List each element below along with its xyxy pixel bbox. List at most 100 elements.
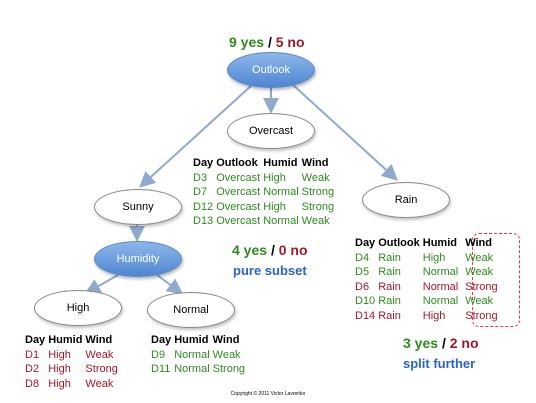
normal-cell: D11 — [151, 363, 171, 376]
overcast-cell: Overcast — [216, 186, 261, 199]
edge-outlook-rain — [291, 83, 398, 181]
table-row: D4 Rain High Weak — [355, 251, 501, 266]
overcast-cell: D7 — [193, 186, 208, 199]
high-cell: Strong — [85, 363, 118, 376]
table-row: D8 High Weak — [25, 377, 121, 392]
overcast-col-day: Day — [193, 157, 214, 169]
rain-cell: D14 — [355, 309, 376, 322]
rain-yes: 3 yes — [403, 335, 439, 351]
high-cell: Weak — [85, 348, 114, 361]
node-humidity: Humidity — [94, 241, 182, 277]
normal-cell: Weak — [212, 348, 241, 361]
normal-col-humid: Humid — [174, 334, 209, 346]
overcast-cell: Overcast — [216, 200, 261, 213]
overcast-cell: D12 — [193, 200, 214, 213]
edge-outlook-sunny — [139, 84, 253, 188]
node-humidity-label: Humidity — [116, 253, 160, 265]
edge-humidity-normal — [156, 274, 184, 295]
normal-cell: Normal — [174, 363, 210, 376]
normal-cell: D9 — [151, 348, 166, 361]
high-cell: High — [48, 363, 71, 376]
rain-cell: D5 — [355, 266, 370, 279]
high-col-humid: Humid — [48, 334, 83, 346]
high-col-day: Day — [25, 334, 46, 346]
normal-cell: Normal — [174, 348, 210, 361]
rain-col-humid: Humid — [422, 237, 457, 249]
rain-cell: D10 — [355, 295, 376, 308]
node-normal-label: Normal — [173, 304, 209, 316]
root-sep: / — [267, 34, 272, 50]
rain-col-wind: Wind — [465, 237, 492, 249]
node-sunny-label: Sunny — [122, 201, 154, 213]
wind-highlight-box — [472, 233, 520, 327]
overcast-cell: Weak — [301, 171, 330, 184]
normal-col-day: Day — [151, 334, 172, 346]
rain-cell: Rain — [378, 251, 401, 264]
rain-no: 2 no — [449, 335, 479, 351]
overcast-col-humid: Humid — [263, 157, 298, 169]
node-outlook: Outlook — [227, 52, 315, 88]
overcast-cell: Strong — [301, 186, 335, 199]
normal-col-wind: Wind — [212, 334, 240, 346]
node-normal: Normal — [147, 292, 235, 328]
rain-cell: Rain — [378, 295, 401, 308]
rain-cell: Normal — [422, 295, 459, 308]
overcast-cell: High — [263, 171, 286, 184]
overcast-cell: Weak — [301, 215, 330, 228]
rain-note: split further — [403, 356, 476, 371]
overcast-col-outlook: Outlook — [216, 157, 258, 169]
overcast-count: 4 yes / 0 no — [232, 242, 308, 258]
overcast-cell: Overcast — [216, 215, 261, 228]
overcast-note: pure subset — [233, 263, 307, 278]
rain-col-day: Day — [355, 237, 376, 249]
high-cell: Weak — [85, 377, 114, 390]
high-cell: High — [48, 377, 71, 390]
high-cell: D1 — [25, 348, 40, 361]
rain-col-outlook: Outlook — [378, 237, 420, 249]
copyright: Copyright © 2011 Victor Lavrenko — [230, 391, 306, 397]
high-cell: D2 — [25, 363, 40, 376]
rain-sep: / — [441, 335, 446, 351]
rain-cell: High — [422, 251, 446, 264]
node-high: High — [34, 290, 122, 326]
high-col-wind: Wind — [85, 334, 113, 346]
root-yes: 9 yes — [229, 34, 265, 50]
overcast-no: 0 no — [278, 242, 308, 258]
rain-cell: Strong — [465, 309, 498, 322]
normal-cell: Strong — [212, 363, 246, 376]
node-outlook-label: Outlook — [252, 64, 290, 76]
overcast-cell: Overcast — [216, 171, 261, 184]
overcast-cell: D3 — [193, 171, 208, 184]
node-high-label: High — [66, 302, 90, 314]
overcast-col-wind: Wind — [301, 157, 329, 169]
rain-cell: Weak — [465, 266, 494, 279]
high-cell: D8 — [25, 377, 40, 390]
table-row: D2 High Strong — [25, 362, 121, 377]
rain-cell: D4 — [355, 251, 370, 264]
rain-cell: D6 — [355, 280, 370, 293]
root-count: 9 yes / 5 no — [229, 34, 305, 50]
rain-cell: Normal — [422, 280, 459, 293]
overcast-cell: High — [263, 200, 286, 213]
overcast-cell: D13 — [193, 215, 214, 228]
node-overcast-label: Overcast — [248, 125, 293, 137]
node-overcast: Overcast — [227, 113, 315, 149]
overcast-yes: 4 yes — [232, 242, 268, 258]
rain-cell: Weak — [465, 251, 494, 264]
overcast-cell: Strong — [301, 200, 335, 213]
